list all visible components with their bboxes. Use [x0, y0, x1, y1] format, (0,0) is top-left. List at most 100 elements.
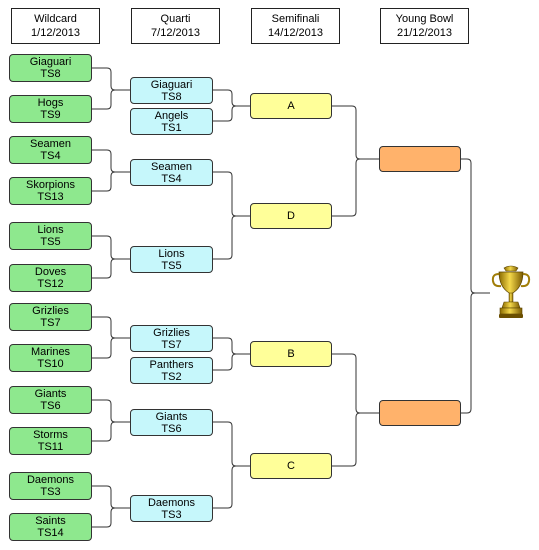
connector: [92, 485, 130, 509]
semifinal-label: C: [287, 460, 295, 472]
connector: [213, 353, 250, 371]
connector: [213, 337, 250, 355]
team-seed: TS9: [40, 109, 61, 121]
trophy-icon: [491, 265, 531, 318]
semifinal-box-a: A: [250, 93, 332, 119]
team-seed: TS5: [161, 259, 182, 272]
team-seed: TS6: [40, 400, 61, 412]
team-name: Lions: [37, 224, 64, 236]
team-name: Angels: [154, 109, 189, 122]
connector: [92, 235, 130, 260]
team-name: Storms: [33, 429, 68, 441]
semifinal-box-d: D: [250, 203, 332, 229]
header-title: Wildcard: [34, 13, 77, 25]
team-name: Daemons: [26, 474, 75, 486]
connector: [92, 258, 130, 279]
connector: [92, 507, 130, 528]
header-semifinali: Semifinali 14/12/2013: [251, 8, 340, 44]
semifinal-box-c: C: [250, 453, 332, 479]
team-seed: TS7: [40, 317, 61, 329]
team-name: Saints: [35, 515, 66, 527]
team-seed: TS10: [37, 358, 64, 370]
semifinal-label: A: [287, 100, 295, 112]
connector: [332, 353, 379, 414]
header-final: Young Bowl 21/12/2013: [380, 8, 469, 44]
team-name: Doves: [34, 266, 67, 278]
team-name: Panthers: [149, 358, 194, 371]
connector: [213, 89, 250, 107]
connector: [92, 149, 130, 173]
connector: [92, 337, 130, 359]
connector: [213, 215, 250, 260]
connector: [461, 292, 490, 414]
connector: [332, 158, 379, 217]
connector: [213, 171, 250, 217]
semifinal-label: D: [287, 210, 295, 222]
team-name: Giants: [155, 410, 188, 423]
team-seed: TS2: [161, 370, 182, 383]
connector: [213, 421, 250, 467]
connector: [213, 465, 250, 509]
team-seed: TS8: [40, 68, 61, 80]
team-seed: TS4: [40, 150, 61, 162]
team-name: Grizlies: [32, 305, 69, 317]
final-box-bottom: [379, 400, 461, 426]
connector: [92, 399, 130, 423]
connector: [92, 316, 130, 339]
team-seed: TS7: [161, 338, 182, 351]
header-date: 14/12/2013: [267, 27, 324, 39]
team-name: Lions: [158, 247, 185, 260]
final-box-top: [379, 146, 461, 172]
header-date: 7/12/2013: [151, 27, 200, 39]
team-name: Marines: [30, 346, 71, 358]
team-seed: TS4: [161, 172, 182, 185]
connector: [92, 89, 130, 110]
team-seed: TS3: [40, 486, 61, 498]
connector: [92, 421, 130, 442]
team-seed: TS1: [161, 121, 182, 134]
team-seed: TS3: [161, 508, 182, 521]
team-name: Seamen: [151, 160, 192, 173]
header-title: Quarti: [160, 13, 191, 25]
semifinal-box-b: B: [250, 341, 332, 367]
team-seed: TS8: [161, 90, 182, 103]
header-date: 1/12/2013: [31, 27, 80, 39]
team-name: Skorpions: [26, 179, 75, 191]
connector: [92, 171, 130, 192]
connector: [92, 67, 130, 91]
team-seed: TS14: [37, 527, 64, 539]
connector: [213, 105, 250, 122]
team-name: Hogs: [37, 97, 64, 109]
team-seed: TS5: [40, 236, 61, 248]
team-seed: TS13: [37, 191, 64, 203]
header-date: 21/12/2013: [396, 27, 453, 39]
semifinal-label: B: [287, 348, 295, 360]
header-title: Semifinali: [271, 13, 320, 25]
team-seed: TS12: [37, 278, 64, 290]
connector: [332, 412, 379, 467]
header-quarti: Quarti 7/12/2013: [131, 8, 220, 44]
team-seed: TS6: [161, 422, 182, 435]
team-name: Giaguari: [150, 78, 193, 91]
connector: [332, 105, 379, 160]
header-wildcard: Wildcard 1/12/2013: [11, 8, 100, 44]
